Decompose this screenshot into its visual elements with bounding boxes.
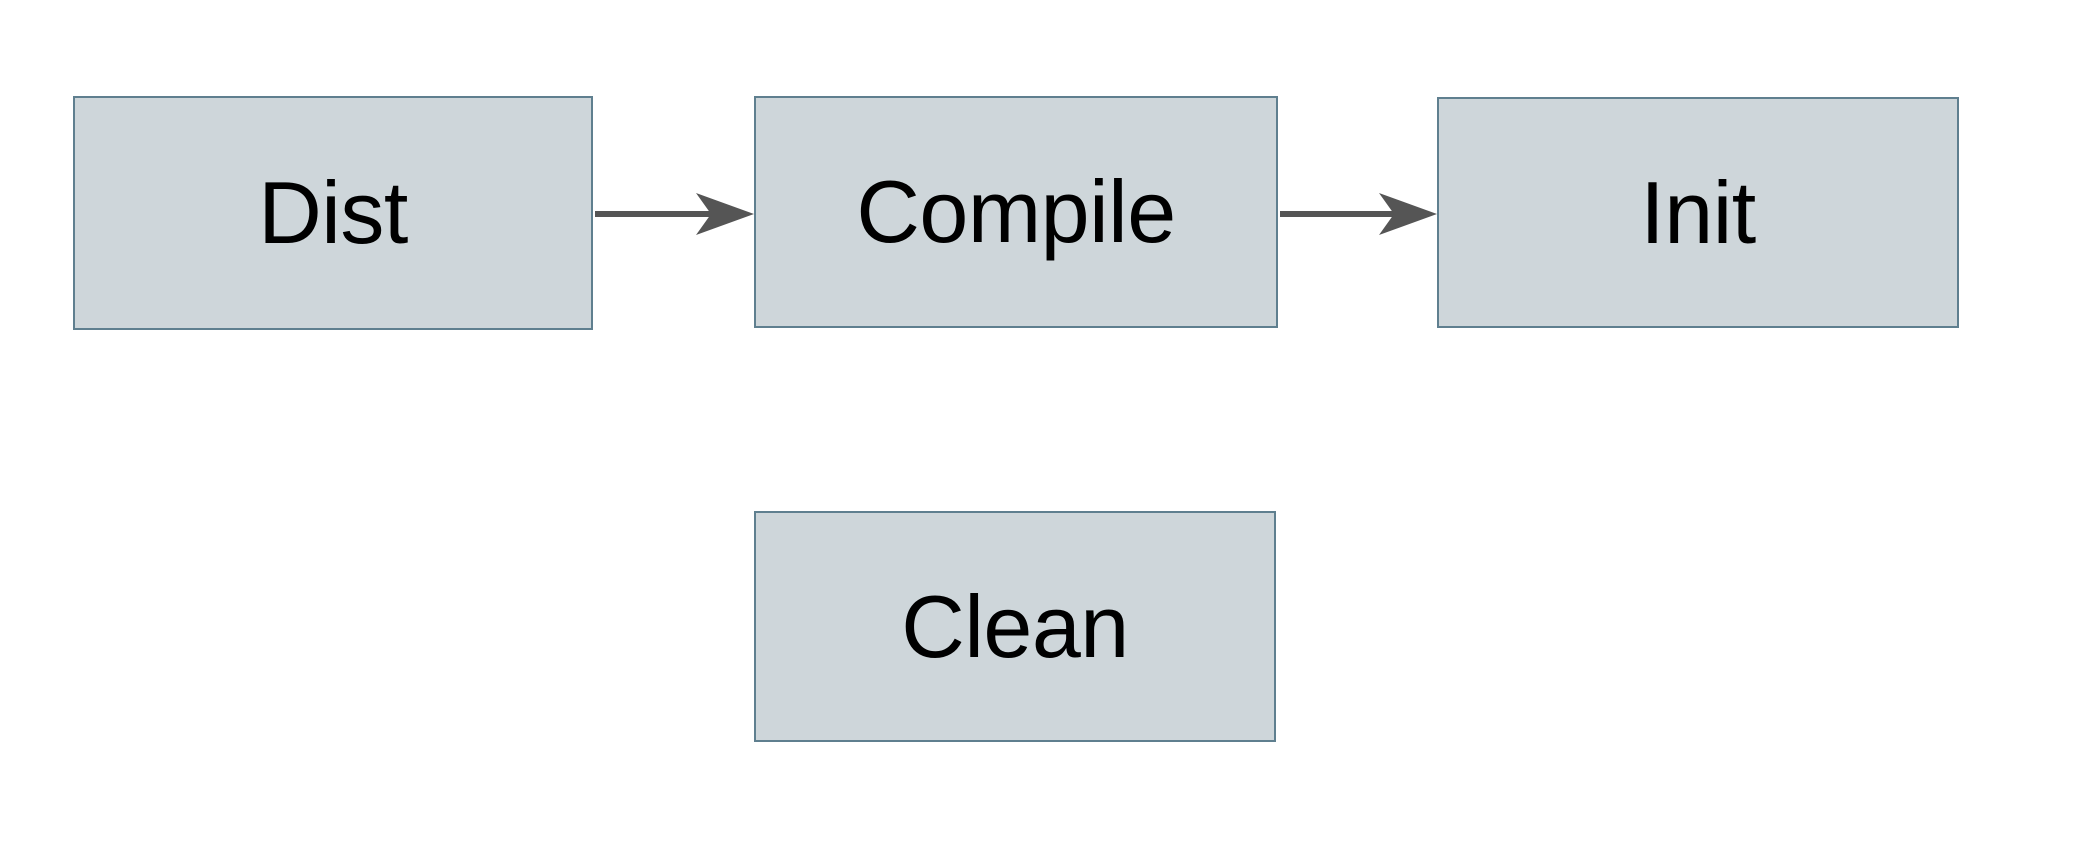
node-dist[interactable]: Dist <box>73 96 593 330</box>
edge-compile-to-init[interactable] <box>1278 185 1439 243</box>
node-compile-label: Compile <box>856 162 1176 261</box>
arrowhead-icon <box>696 193 754 235</box>
node-init-label: Init <box>1640 162 1756 262</box>
edge-dist-to-compile[interactable] <box>593 185 756 243</box>
node-init[interactable]: Init <box>1437 97 1959 328</box>
arrowhead-icon <box>1379 193 1437 235</box>
node-clean[interactable]: Clean <box>754 511 1276 742</box>
node-clean-label: Clean <box>901 576 1129 676</box>
node-compile[interactable]: Compile <box>754 96 1278 328</box>
node-dist-label: Dist <box>258 163 408 262</box>
